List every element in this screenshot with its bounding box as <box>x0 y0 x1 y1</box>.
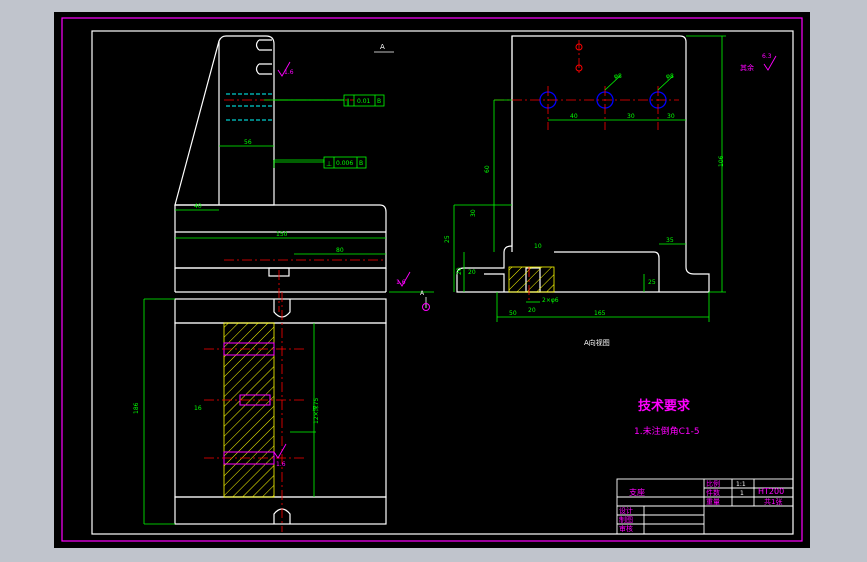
tol-flatness-symbol: ∥ <box>346 98 350 106</box>
side-markers <box>575 43 583 72</box>
dim-side-w-left: 50 <box>509 310 517 317</box>
dim-front-height-total: 186 <box>133 402 140 414</box>
outer-frame <box>61 17 803 542</box>
dim-side-hole-a: φ8 <box>614 73 622 80</box>
side-hatch <box>508 266 555 293</box>
tb-count-value: 1 <box>740 490 744 497</box>
tolerance-flatness: ∥ 0.01 B <box>343 94 385 107</box>
roughness-note-value: 6.3 <box>762 53 772 60</box>
title-block <box>616 478 794 535</box>
dim-front-note: 12×深75 <box>312 398 320 424</box>
tb-material: HT200 <box>758 487 784 496</box>
section-centerlines <box>204 292 304 532</box>
dim-front-height-small: 40 <box>194 203 202 210</box>
dim-side-slot-dia: 2×φ6 <box>542 297 559 304</box>
tb-count-label: 件数 <box>706 488 720 497</box>
roughness-value-b: 1.6 <box>276 461 286 468</box>
dim-side-base-b: 20 <box>468 269 476 276</box>
dim-front-width-right: 80 <box>336 247 344 254</box>
tolerance-perpendicularity: ⊥ 0.006 B <box>274 156 367 169</box>
dim-side-h-block: 30 <box>470 209 477 217</box>
technical-requirements: 技术要求 1.未注倒角C1-5 <box>634 398 700 437</box>
tb-sheet: 共1张 <box>764 497 782 506</box>
tol-flatness-datum: B <box>377 98 381 105</box>
tb-designer-label: 设计 <box>619 506 633 515</box>
dim-front-width-top: 56 <box>244 139 252 146</box>
side-view <box>456 35 710 293</box>
dim-side-w-a: 40 <box>570 113 578 120</box>
tb-drawer-label: 制图 <box>619 515 633 524</box>
section-hatch <box>223 322 275 498</box>
dim-front-hole: 16 <box>194 405 202 412</box>
front-view-centerlines <box>224 99 386 312</box>
section-caption: A向视图 <box>584 338 610 347</box>
roughness-value-main: 1.6 <box>284 69 294 76</box>
dim-side-w-c: 30 <box>667 113 675 120</box>
dim-side-base-a: 25 <box>648 279 656 286</box>
notes-item-1: 1.未注倒角C1-5 <box>634 425 700 437</box>
section-view <box>174 298 387 525</box>
tol-flatness-value: 0.01 <box>357 98 371 105</box>
tol-perp-datum: B <box>359 160 363 167</box>
dim-side-h-step: 20 <box>456 267 463 275</box>
tb-scale-value: 1:1 <box>736 481 746 488</box>
roughness-texts: 1.6 1.6 1.6 其余 6.3 <box>276 53 772 468</box>
drawing-sheet: 40 150 56 80 186 16 12×深75 60 106 25 20 … <box>61 17 803 542</box>
dim-side-h-main: 60 <box>484 165 491 173</box>
dim-side-h-upper: 25 <box>444 235 451 243</box>
cad-viewport[interactable]: 40 150 56 80 186 16 12×深75 60 106 25 20 … <box>54 12 810 548</box>
notes-title: 技术要求 <box>638 398 691 414</box>
inner-frame <box>91 30 794 535</box>
dim-side-hole-b: φ8 <box>666 73 674 80</box>
dim-front-width-full: 150 <box>276 231 288 238</box>
top-mark: A <box>380 43 385 51</box>
front-view-hidden <box>226 93 272 121</box>
dim-side-w-mid: 20 <box>528 307 536 314</box>
roughness-symbols <box>273 55 777 459</box>
dim-side-h-full: 106 <box>718 155 725 167</box>
front-view <box>174 35 387 293</box>
roughness-note: 其余 <box>740 63 754 72</box>
dim-side-w-total: 165 <box>594 310 606 317</box>
view-arrow-label: A <box>420 290 425 297</box>
dimension-texts: 40 150 56 80 186 16 12×深75 60 106 25 20 … <box>133 73 725 424</box>
view-labels: A A A向视图 <box>374 43 610 347</box>
dimension-lines <box>143 35 726 525</box>
tb-scale-label: 比例 <box>706 479 720 488</box>
tb-part-name: 支座 <box>629 487 645 497</box>
dim-side-w-b: 30 <box>627 113 635 120</box>
dim-side-slot: 10 <box>534 243 542 250</box>
tol-perp-symbol: ⊥ <box>326 160 332 168</box>
title-block-texts: 支座 比例 1:1 件数 1 重量 HT200 共1张 设计 制图 审核 <box>619 479 784 533</box>
tb-checker-label: 审核 <box>619 524 633 533</box>
roughness-value-a: 1.6 <box>396 279 406 286</box>
dim-side-w-right: 35 <box>666 237 674 244</box>
side-centerlines <box>494 40 679 302</box>
tol-perp-value: 0.006 <box>336 160 353 167</box>
tb-weight-label: 重量 <box>706 498 720 506</box>
